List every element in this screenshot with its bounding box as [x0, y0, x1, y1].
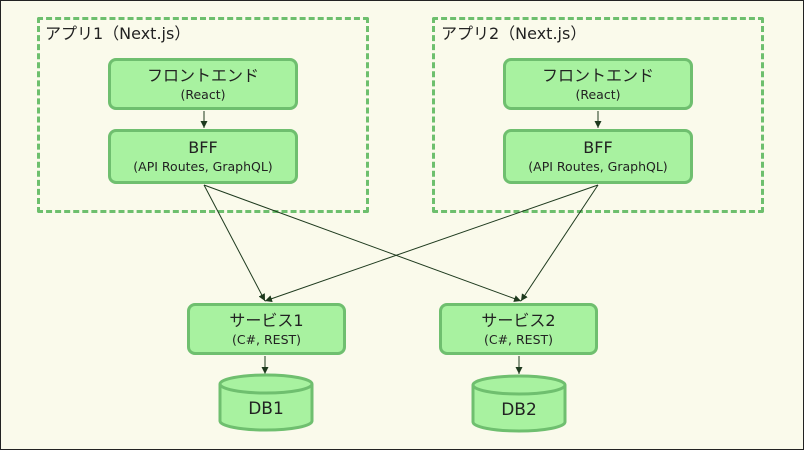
node-app1-bff-subtitle: (API Routes, GraphQL): [133, 159, 273, 174]
db1-cylinder-body: [218, 384, 314, 432]
group-app2: [432, 17, 764, 213]
node-app2-bff: BFF (API Routes, GraphQL): [503, 129, 693, 184]
node-db1-title: DB1: [248, 399, 284, 419]
group-app1: [37, 17, 369, 213]
node-service1-title: サービス1: [229, 310, 304, 330]
db2-cylinder-body: [471, 385, 567, 433]
node-db2-title: DB2: [501, 400, 537, 420]
node-app2-frontend: フロントエンド (React): [503, 58, 693, 110]
node-app2-frontend-subtitle: (React): [575, 86, 621, 102]
group-app1-label: アプリ1（Next.js）: [45, 24, 191, 43]
edge-app1-bff-to-service1: [203, 184, 266, 302]
node-app1-bff: BFF (API Routes, GraphQL): [108, 129, 298, 184]
edge-layer: [200, 111, 602, 374]
node-app2-bff-subtitle: (API Routes, GraphQL): [528, 159, 668, 174]
node-app1-frontend: フロントエンド (React): [108, 58, 298, 110]
node-db1: DB1: [218, 373, 314, 432]
edge-app2-bff-to-service1: [264, 184, 599, 303]
node-service2-title: サービス2: [481, 310, 556, 330]
edge-app1-bff-to-service2: [203, 184, 522, 302]
node-service1-subtitle: (C#, REST): [231, 331, 302, 347]
group-app2-label: アプリ2（Next.js）: [441, 24, 587, 43]
node-service1: サービス1 (C#, REST): [187, 303, 346, 355]
node-app2-bff-title: BFF: [583, 138, 613, 157]
db2-cylinder-top: [471, 374, 567, 396]
db1-cylinder-top: [218, 373, 314, 395]
node-service2: サービス2 (C#, REST): [439, 303, 598, 355]
node-app1-bff-title: BFF: [188, 138, 218, 157]
node-app1-frontend-title: フロントエンド: [146, 65, 259, 85]
edge-app2-bff-to-service2: [520, 184, 599, 302]
node-db2: DB2: [471, 374, 567, 433]
node-service2-subtitle: (C#, REST): [483, 331, 554, 347]
node-app1-frontend-subtitle: (React): [180, 86, 226, 102]
node-app2-frontend-title: フロントエンド: [541, 65, 654, 85]
